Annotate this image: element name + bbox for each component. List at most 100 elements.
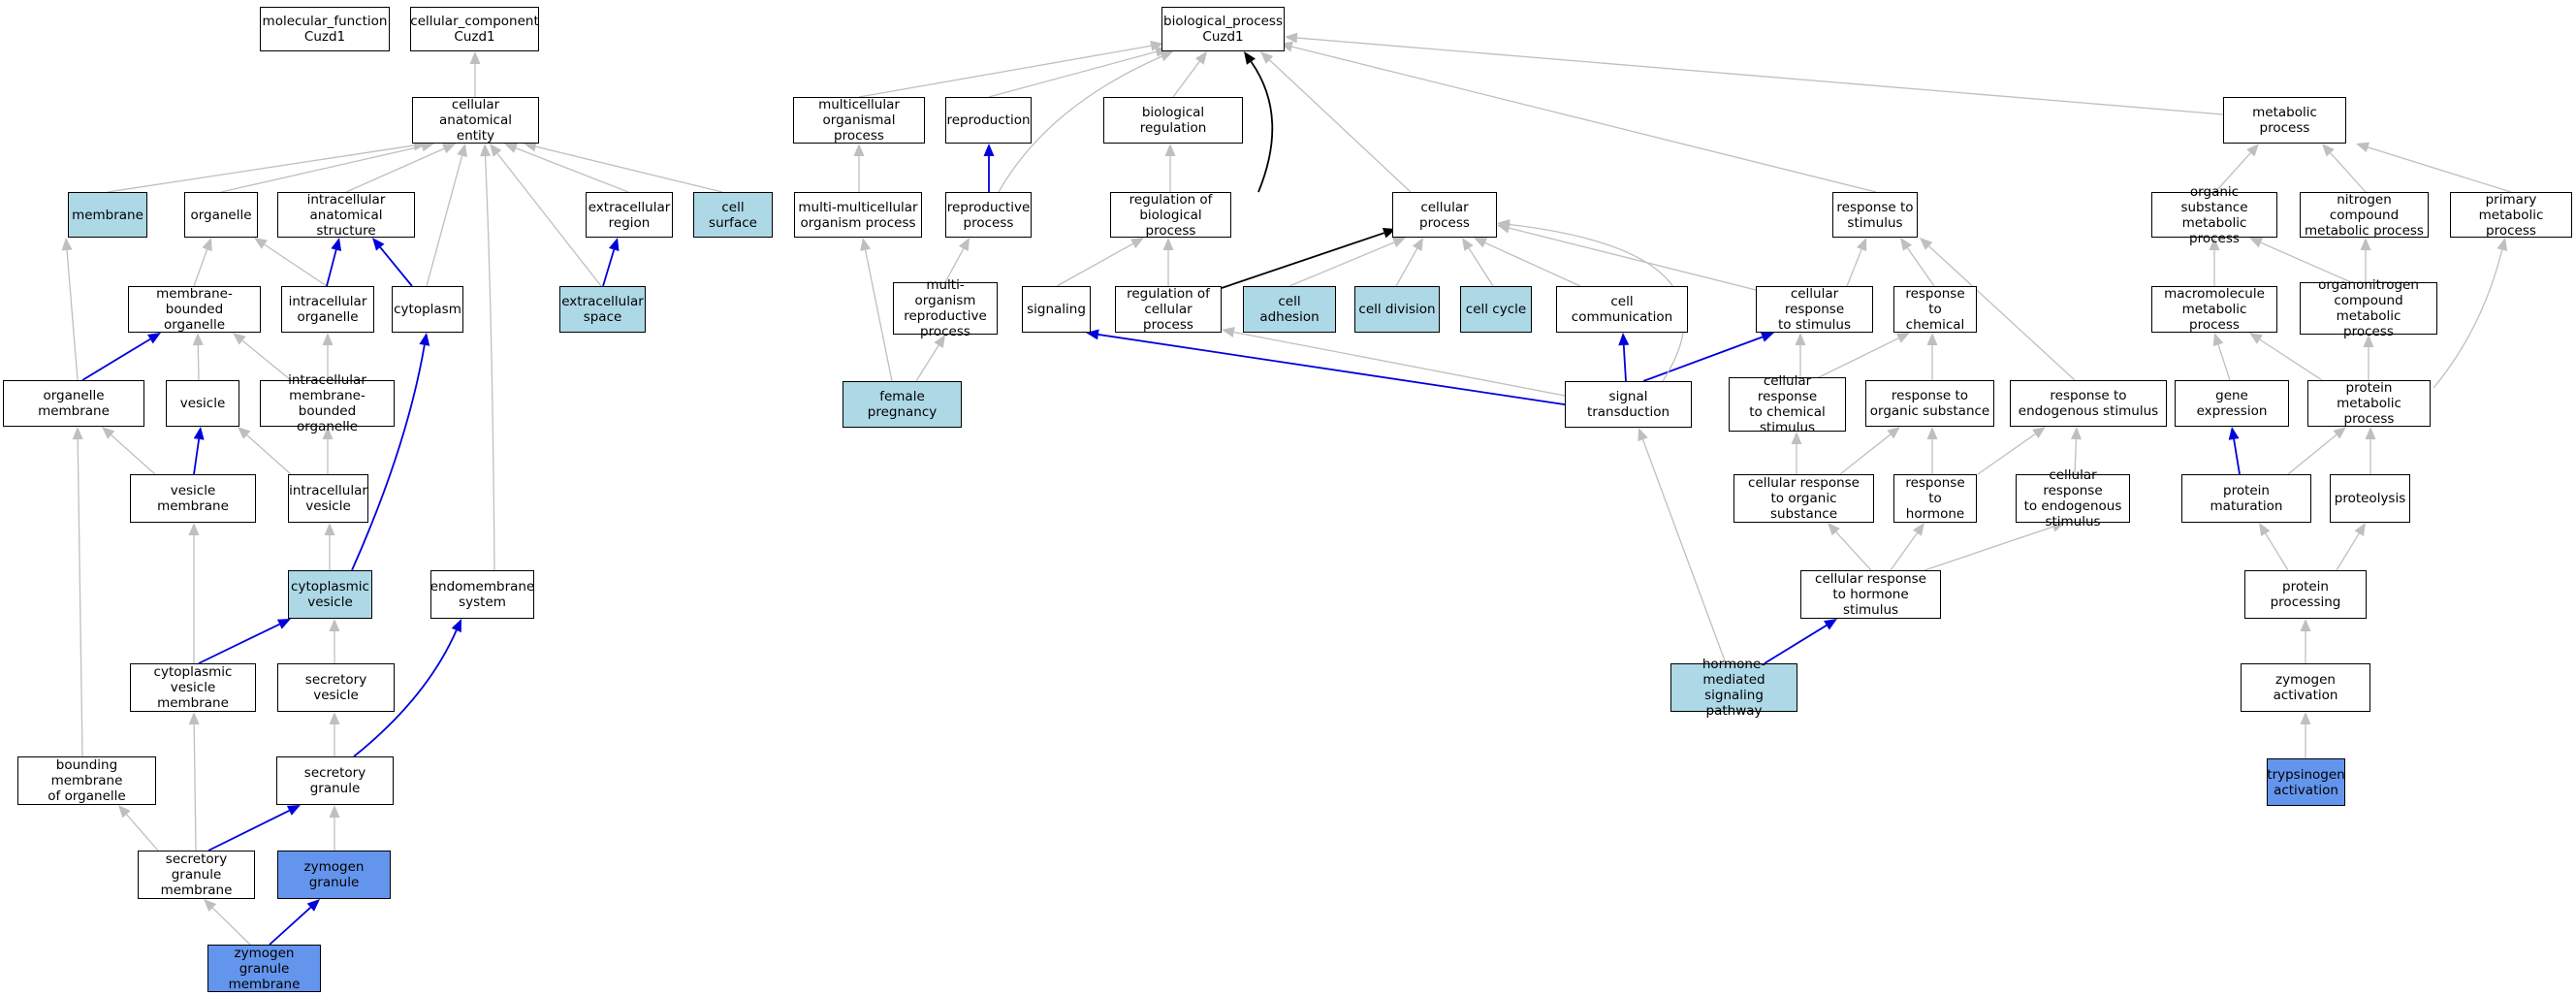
edge-line xyxy=(353,629,458,757)
node-organic-substance-metabolic-process[interactable]: organic substance metabolic process xyxy=(2151,184,2277,246)
node-organonitrogen-compound-metabolic-process[interactable]: organonitrogen compound metabolic proces… xyxy=(2300,277,2437,339)
node-macromolecule-metabolic-process[interactable]: macromolecule metabolic process xyxy=(2151,286,2277,333)
edge-arrowhead xyxy=(1887,427,1900,439)
edge-arrowhead xyxy=(608,238,620,252)
node-cellular-anatomical-entity[interactable]: cellular anatomical entity xyxy=(412,97,539,144)
node-endomembrane-system[interactable]: endomembrane system xyxy=(430,570,534,619)
node-cytoplasmic-vesicle-membrane[interactable]: cytoplasmic vesicle membrane xyxy=(130,663,256,712)
node-cell-division[interactable]: cell division xyxy=(1354,286,1440,333)
edge-line xyxy=(1812,337,1899,381)
node-intracellular-membrane-bounded-organelle[interactable]: intracellular membrane-bounded organelle xyxy=(260,372,395,434)
node-extracellular-space[interactable]: extracellular space xyxy=(559,286,646,333)
edge-arrowhead xyxy=(958,238,970,252)
node-reproduction[interactable]: reproduction xyxy=(945,97,1032,144)
node-cytoplasmic-vesicle[interactable]: cytoplasmic vesicle xyxy=(288,570,372,619)
node-protein-processing[interactable]: protein processing xyxy=(2244,570,2367,619)
node-response-to-chemical[interactable]: response to chemical xyxy=(1893,286,1977,333)
edge-line xyxy=(2259,338,2323,381)
node-cell-adhesion[interactable]: cell adhesion xyxy=(1243,286,1336,333)
node-organelle-membrane[interactable]: organelle membrane xyxy=(3,380,144,427)
node-cytoplasm[interactable]: cytoplasm xyxy=(392,286,463,333)
node-multi-organism-reproductive-process[interactable]: multi-organism reproductive process xyxy=(893,277,998,339)
node-primary-metabolic-process[interactable]: primary metabolic process xyxy=(2450,192,2572,239)
edge-line xyxy=(1509,223,1685,382)
node-cellular-process[interactable]: cellular process xyxy=(1392,192,1497,238)
edge-line xyxy=(379,246,413,287)
edge-line xyxy=(351,344,426,571)
edge-arrowhead xyxy=(329,805,340,818)
node-zymogen-activation[interactable]: zymogen activation xyxy=(2241,663,2370,712)
edge-arrowhead xyxy=(276,619,291,629)
edge-arrowhead xyxy=(322,427,334,439)
edge-arrowhead xyxy=(2212,333,2224,347)
node-membrane[interactable]: membrane xyxy=(68,192,147,238)
node-organelle[interactable]: organelle xyxy=(184,192,258,238)
edge-line xyxy=(126,814,159,851)
node-response-to-hormone[interactable]: response to hormone xyxy=(1893,474,1977,523)
edge-arrowhead xyxy=(1194,51,1207,65)
node-cellular-component[interactable]: cellular_component Cuzd1 xyxy=(410,7,539,51)
edge-arrowhead xyxy=(202,238,212,252)
node-trypsinogen-activation[interactable]: trypsinogen activation xyxy=(2267,758,2345,806)
edge-line xyxy=(1233,331,1566,397)
node-zymogen-granule[interactable]: zymogen granule xyxy=(277,851,391,899)
node-intracellular-vesicle[interactable]: intracellular vesicle xyxy=(288,474,368,523)
node-signal-transduction[interactable]: signal transduction xyxy=(1565,381,1692,428)
edge-line xyxy=(81,337,151,381)
node-protein-metabolic-process[interactable]: protein metabolic process xyxy=(2307,380,2431,427)
node-response-to-organic-substance[interactable]: response to organic substance xyxy=(1865,380,1994,427)
node-intracellular-organelle[interactable]: intracellular organelle xyxy=(281,286,374,333)
node-proteolysis[interactable]: proteolysis xyxy=(2330,474,2410,523)
node-biological-process[interactable]: biological_process Cuzd1 xyxy=(1161,7,1285,51)
node-gene-expression[interactable]: gene expression xyxy=(2175,380,2289,427)
node-bounding-membrane-of-organelle[interactable]: bounding membrane of organelle xyxy=(17,756,156,805)
node-cellular-response-to-stimulus[interactable]: cellular response to stimulus xyxy=(1756,286,1873,333)
edge-line xyxy=(915,344,939,382)
node-regulation-of-biological-process[interactable]: regulation of biological process xyxy=(1110,192,1231,239)
node-signaling[interactable]: signaling xyxy=(1022,286,1091,333)
node-reproductive-process[interactable]: reproductive process xyxy=(945,192,1032,238)
node-female-pregnancy[interactable]: female pregnancy xyxy=(843,381,962,428)
node-vesicle-membrane[interactable]: vesicle membrane xyxy=(130,474,256,523)
node-extracellular-region[interactable]: extracellular region xyxy=(586,192,673,238)
node-cell-cycle[interactable]: cell cycle xyxy=(1460,286,1532,333)
edge-arrowhead xyxy=(1857,238,1867,252)
node-cellular-response-to-hormone-stimulus[interactable]: cellular response to hormone stimulus xyxy=(1800,570,1941,619)
node-nitrogen-compound-metabolic-process[interactable]: nitrogen compound metabolic process xyxy=(2300,192,2429,239)
node-response-to-endogenous-stimulus[interactable]: response to endogenous stimulus xyxy=(2010,380,2167,427)
node-membrane-bounded-organelle[interactable]: membrane-bounded organelle xyxy=(128,286,261,333)
node-regulation-of-cellular-process[interactable]: regulation of cellular process xyxy=(1115,286,1222,333)
node-cell-surface[interactable]: cell surface xyxy=(693,192,773,238)
node-secretory-granule-membrane[interactable]: secretory granule membrane xyxy=(138,851,255,899)
edge-line xyxy=(1097,334,1572,406)
edge-line xyxy=(345,147,445,193)
edge-arrowhead xyxy=(524,141,537,152)
node-multicellular-organismal-process[interactable]: multicellular organismal process xyxy=(793,97,925,144)
node-biological-regulation[interactable]: biological regulation xyxy=(1103,97,1243,144)
node-protein-maturation[interactable]: protein maturation xyxy=(2181,474,2311,523)
node-multi-multicellular-organism-process[interactable]: multi-multicellular organism process xyxy=(794,192,922,238)
edge-arrowhead xyxy=(2300,712,2311,724)
node-hormone-mediated-signaling-pathway[interactable]: hormone-mediated signaling pathway xyxy=(1670,657,1797,719)
edge-arrowhead xyxy=(1462,238,1474,251)
node-vesicle[interactable]: vesicle xyxy=(166,380,239,427)
edge-arrowhead xyxy=(188,523,200,535)
node-intracellular-anatomical-structure[interactable]: intracellular anatomical structure xyxy=(277,192,415,239)
edge-line xyxy=(2433,249,2503,389)
node-molecular-function[interactable]: molecular_function Cuzd1 xyxy=(260,7,390,51)
edge-line xyxy=(77,438,83,757)
edge-line xyxy=(426,155,463,287)
node-cellular-response-to-chemical-stimulus[interactable]: cellular response to chemical stimulus xyxy=(1729,373,1846,435)
edge-arrowhead xyxy=(2356,142,2370,153)
edge-arrowhead xyxy=(469,51,481,64)
edge-arrowhead xyxy=(2228,427,2240,440)
node-response-to-stimulus[interactable]: response to stimulus xyxy=(1832,192,1918,238)
node-cellular-response-to-endogenous-stimulus[interactable]: cellular response to endogenous stimulus xyxy=(2016,467,2130,530)
node-zymogen-granule-membrane[interactable]: zymogen granule membrane xyxy=(207,945,321,992)
node-cell-communication[interactable]: cell communication xyxy=(1556,286,1688,333)
edge-arrowhead xyxy=(286,805,301,816)
node-metabolic-process[interactable]: metabolic process xyxy=(2223,97,2346,144)
node-secretory-granule[interactable]: secretory granule xyxy=(276,756,394,805)
node-cellular-response-to-organic-substance[interactable]: cellular response to organic substance xyxy=(1733,474,1874,523)
node-secretory-vesicle[interactable]: secretory vesicle xyxy=(277,663,395,712)
